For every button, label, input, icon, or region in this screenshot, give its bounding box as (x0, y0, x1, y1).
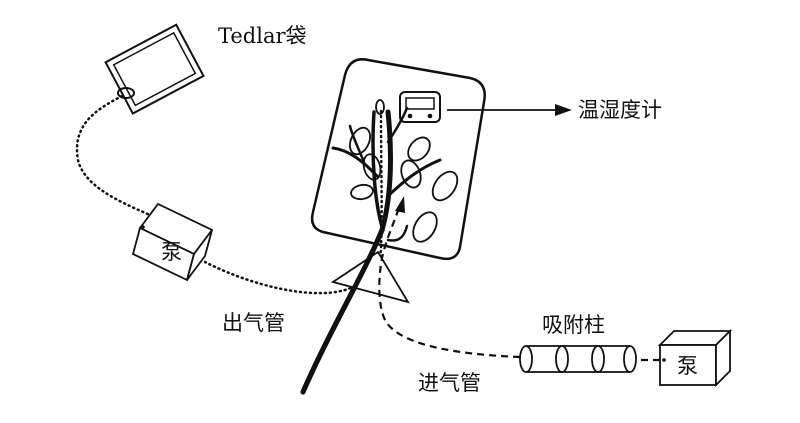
left-pump-label: 泵 (161, 240, 182, 264)
tedlar-bag (104, 23, 205, 115)
bag-to-pump-line (75, 94, 152, 217)
adsorption-column (519, 345, 637, 373)
main-stem (300, 227, 385, 395)
inlet-arrowhead (395, 196, 405, 213)
thermo-hygrometer-label: 温湿度计 (578, 98, 662, 122)
tedlar-bag-valve (117, 87, 135, 99)
enclosure-bag (310, 58, 486, 261)
outlet-tube-label: 出气管 (222, 311, 285, 335)
seal-funnel (330, 250, 410, 304)
thermo-arrowhead (555, 104, 572, 116)
right-pump (657, 328, 733, 388)
thermo-hygrometer (399, 91, 441, 123)
left-pump (131, 202, 214, 282)
adsorption-column-label: 吸附柱 (542, 313, 605, 337)
right-pump-label: 泵 (677, 354, 698, 378)
inlet-tube-label: 进气管 (418, 371, 481, 395)
inlet-tube-line (378, 207, 660, 362)
outlet-inner-line (378, 108, 383, 264)
tedlar-bag-label: Tedlar袋 (218, 24, 307, 48)
